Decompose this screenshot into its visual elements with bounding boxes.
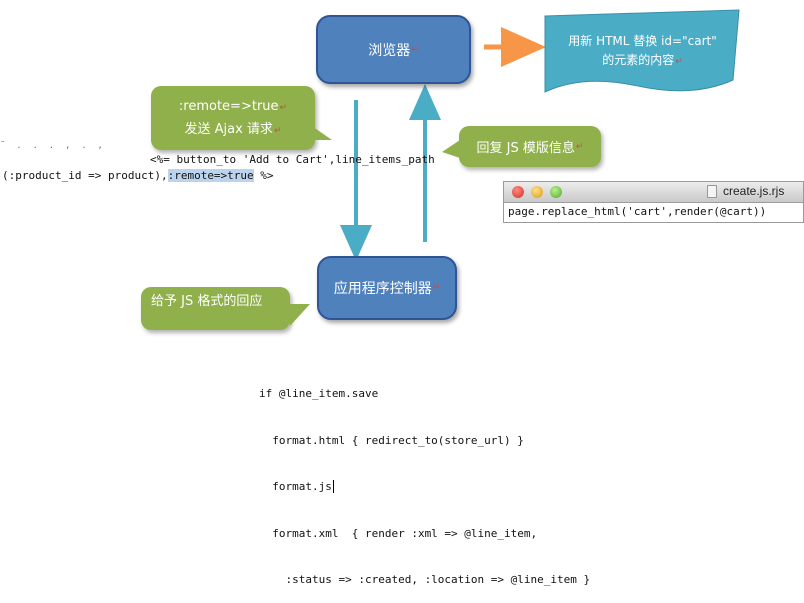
replace-note-line2: 的元素的内容 (602, 53, 675, 67)
minimize-icon[interactable] (531, 186, 543, 198)
rjs-window-titlebar: create.js.rjs (504, 182, 803, 203)
close-icon[interactable] (512, 186, 524, 198)
rjs-filename: create.js.rjs (723, 184, 785, 198)
controller-box: 应用程序控制器↵ (317, 256, 457, 320)
reply-bubble-text: 回复 JS 模版信息 (476, 141, 575, 156)
controller-code-line: format.js (259, 480, 334, 493)
js-format-bubble-tail (286, 304, 310, 326)
file-icon (707, 185, 717, 198)
controller-label: 应用程序控制器 (333, 281, 432, 297)
view-code-suffix: %> (253, 169, 274, 182)
ajax-bubble-line2: 发送 Ajax 请求 (184, 122, 273, 137)
ajax-bubble-line1: :remote=>true (178, 99, 279, 114)
view-code-line2: (:product_id => product),:remote=>true %… (2, 169, 274, 182)
ajax-bubble-tail (306, 122, 332, 140)
controller-code-line: if @line_item.save (259, 387, 379, 400)
reply-bubble: 回复 JS 模版信息↵ (459, 126, 601, 167)
zoom-icon[interactable] (550, 186, 562, 198)
replace-note-shape (544, 9, 740, 93)
flow-arrows (340, 27, 546, 261)
replace-note-line1: 用新 HTML 替换 id="cart" (568, 34, 717, 48)
browser-box: 浏览器↵ (316, 15, 471, 84)
js-format-bubble: 给予 JS 格式的回应 (141, 287, 290, 330)
controller-code-line: :status => :created, :location => @line_… (259, 573, 591, 586)
js-format-bubble-text: 给予 JS 格式的回应 (151, 294, 263, 309)
browser-label: 浏览器 (368, 42, 411, 59)
reply-bubble-tail (442, 140, 460, 158)
view-code-line1: <%= button_to 'Add to Cart',line_items_p… (150, 153, 435, 166)
rjs-code: page.replace_html('cart',render(@cart)) (508, 205, 767, 218)
view-code-prefix: (:product_id => product), (2, 169, 168, 182)
controller-code-line: format.xml { render :xml => @line_item, (259, 526, 538, 540)
ajax-bubble: :remote=>true↵ 发送 Ajax 请求↵ (151, 86, 315, 150)
controller-code-line: format.html { redirect_to(store_url) } (259, 433, 524, 447)
rjs-editor-window: create.js.rjs page.replace_html('cart',r… (503, 181, 804, 223)
view-code-clipped: ˜ . . . , . , (0, 141, 103, 151)
controller-code: if @line_item.save format.html { redirec… (259, 355, 590, 603)
view-code-remote-highlight: :remote=>true (167, 169, 254, 182)
replace-note: 用新 HTML 替换 id="cart" 的元素的内容↵ (550, 32, 735, 72)
